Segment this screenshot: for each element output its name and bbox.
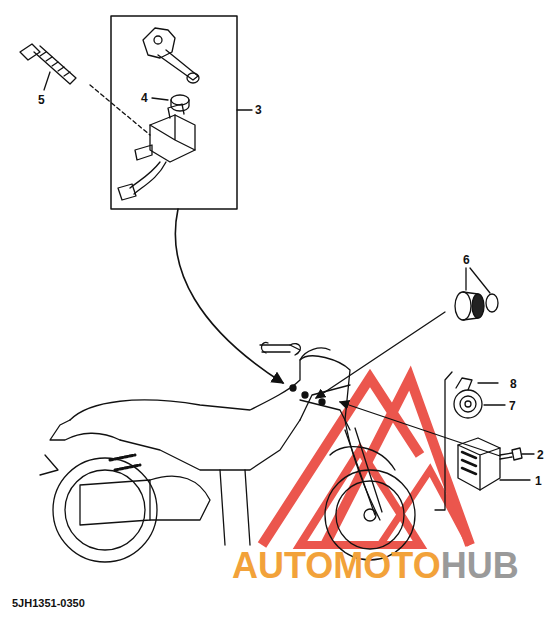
callout-number: 6: [463, 254, 470, 266]
watermark: HUB: [441, 548, 519, 584]
location-arrow: [175, 209, 283, 383]
callout-number: 2: [537, 449, 544, 461]
watermark: AUTOMOTO: [232, 548, 441, 584]
bracket: [435, 372, 452, 510]
callout-number: 3: [255, 104, 262, 116]
ignition-switch: [90, 85, 195, 200]
callout-number: 5: [38, 94, 45, 106]
bolt-5: [20, 44, 76, 90]
horn: [454, 378, 505, 418]
scooter: [40, 342, 415, 562]
bolt-2: [340, 402, 534, 460]
callout-number: 1: [535, 475, 542, 487]
group-box: [111, 16, 237, 209]
figure-code: 5JH1351-0350: [12, 598, 85, 609]
callout-number: 8: [510, 378, 517, 390]
grommet: [316, 268, 498, 398]
key-cover: [143, 28, 199, 83]
leader-line: [237, 109, 252, 110]
callout-number: 7: [509, 400, 516, 412]
watermark-logo: [262, 378, 470, 545]
callout-number: 4: [141, 92, 148, 104]
